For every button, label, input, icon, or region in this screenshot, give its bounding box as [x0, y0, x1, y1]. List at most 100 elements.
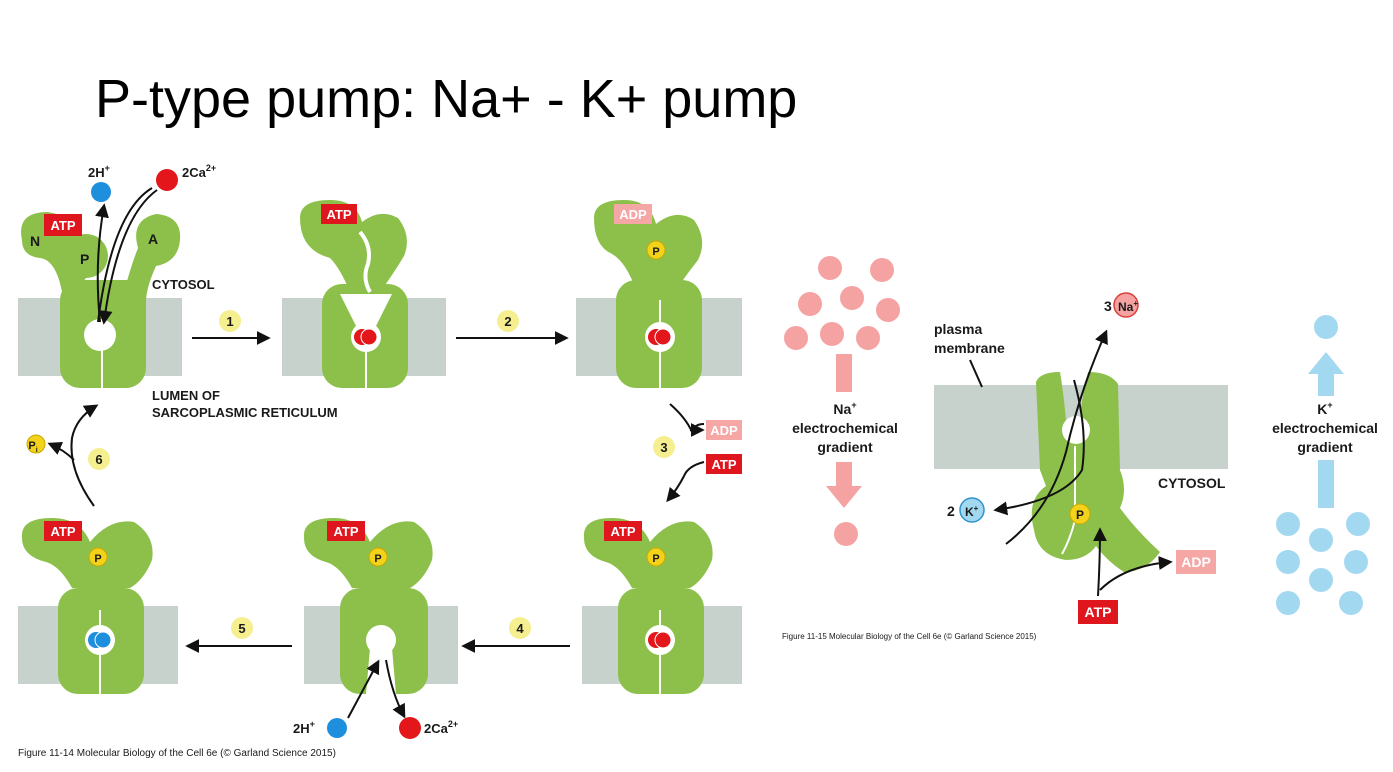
figure-caption-ca: Figure 11-14 Molecular Biology of the Ce… — [18, 748, 336, 759]
state-atp-phosphorylated: ATP P — [582, 518, 742, 694]
step-4-badge: 4 — [509, 617, 531, 639]
na-gradient-arrow-shaft — [836, 354, 852, 392]
atp-label: ATP — [333, 524, 358, 539]
na-ion — [798, 292, 822, 316]
domain-n-label: N — [30, 233, 40, 249]
atp-box — [44, 214, 82, 236]
lumen-opening — [366, 648, 396, 694]
k-gradient-label-line3: gradient — [1297, 439, 1353, 455]
phosphate — [368, 547, 388, 567]
atp-box — [604, 521, 642, 541]
domain-a-label: A — [148, 231, 158, 247]
svg-text:1: 1 — [226, 314, 233, 329]
k-ion — [1276, 550, 1300, 574]
svg-text:6: 6 — [95, 452, 102, 467]
ca-ion — [156, 169, 178, 191]
phosphate-label: P — [1076, 508, 1084, 522]
k-entry-arrow — [993, 379, 1085, 516]
atp-label: ATP — [711, 457, 736, 472]
svg-text:3: 3 — [660, 440, 667, 455]
adp-box — [1176, 550, 1216, 574]
k-ion — [1339, 591, 1363, 615]
h-ion-bound-2 — [94, 631, 112, 649]
atp-box — [1078, 600, 1118, 624]
phosphate — [1069, 503, 1091, 525]
cavity — [366, 625, 396, 655]
state-ca-binding: ATP N P A CYTOSOL LUMEN OF SARCOPLASMIC … — [18, 163, 338, 420]
plasma-membrane-label-line2: membrane — [934, 340, 1005, 356]
k-ion — [1276, 591, 1300, 615]
atp-label: ATP — [1085, 604, 1112, 620]
atp-label: ATP — [326, 207, 351, 222]
na-ion — [876, 298, 900, 322]
step-1-badge: 1 — [219, 310, 241, 332]
na-gradient-label-line3: gradient — [817, 439, 873, 455]
k-gradient-arrowhead — [1308, 352, 1344, 374]
k-ion — [1276, 512, 1300, 536]
na-ion — [840, 286, 864, 310]
k-ion-label: K+ — [965, 504, 979, 519]
pump-protein — [1031, 372, 1160, 572]
step-3-badge — [653, 436, 675, 458]
ca-entry-arrow-1 — [98, 189, 158, 325]
adp-label: ADP — [710, 423, 738, 438]
step-2-badge: 2 — [497, 310, 519, 332]
k-ion — [1344, 550, 1368, 574]
cytosolic-domains — [21, 518, 153, 588]
step-3-arrow — [666, 461, 705, 503]
na-gradient-label-line1: Na+ — [833, 400, 856, 417]
na-ion — [784, 326, 808, 350]
ca-ion-label: 2Ca2+ — [424, 719, 458, 736]
atp-box — [327, 521, 365, 541]
adp-label: ADP — [619, 207, 647, 222]
pi-release-arrow — [47, 441, 75, 461]
cytosol-label: CYTOSOL — [152, 277, 215, 292]
na-ion-out — [1113, 292, 1139, 318]
adp-out-arrow — [669, 403, 705, 436]
state-phosphorylated: ADP P — [576, 200, 742, 388]
na-ion — [818, 256, 842, 280]
ca-ion — [399, 717, 421, 739]
slide-title: P-type pump: Na+ - K+ pump — [95, 69, 798, 129]
binding-cavity — [1062, 416, 1090, 444]
atp-box — [706, 454, 742, 474]
state-ca-occluded: ATP — [282, 200, 446, 388]
na-ion-label: Na+ — [1118, 299, 1138, 314]
phosphate — [88, 547, 108, 567]
atp-hydrolysis-arrow — [1092, 527, 1107, 597]
interdomain-cleft — [358, 230, 372, 293]
a-domain — [122, 214, 181, 302]
pi-released: Pi — [26, 434, 46, 454]
h-entry-arrow — [347, 659, 380, 719]
phosphate-label: P — [374, 553, 381, 565]
step-5-badge: 5 — [231, 617, 253, 639]
atp-label: ATP — [50, 218, 75, 233]
na-ion — [834, 522, 858, 546]
na-ion — [856, 326, 880, 350]
figure-caption-na-k: Figure 11-15 Molecular Biology of the Ce… — [782, 632, 1037, 641]
h-ion-label: 2H+ — [293, 719, 315, 736]
domain-p-label: P — [80, 251, 89, 267]
phosphate-label: P — [94, 553, 101, 565]
atp-box — [321, 204, 357, 224]
na-gradient-arrow-shaft-lower — [836, 462, 852, 488]
adp-box — [706, 420, 742, 440]
na-ion — [820, 322, 844, 346]
cytosol-label: CYTOSOL — [1158, 475, 1226, 491]
svg-text:2: 2 — [504, 314, 511, 329]
binding-cavity — [84, 319, 116, 351]
atp-label: ATP — [610, 524, 635, 539]
svg-text:4: 4 — [516, 621, 524, 636]
na-gradient-label-line2: electrochemical — [792, 420, 898, 436]
h-ion — [327, 718, 347, 738]
h-ion-label: 2H+ — [88, 163, 110, 180]
atp-box — [44, 521, 82, 541]
k-ion-in — [959, 497, 985, 523]
h-ion — [91, 182, 111, 202]
k-ion — [1309, 568, 1333, 592]
step-6-badge: 6 — [88, 448, 110, 470]
k-gradient-arrow-shaft-lower — [1318, 460, 1334, 508]
atp-label: ATP — [50, 524, 75, 539]
state-h-bound: ATP P — [18, 518, 178, 694]
k-count-label: 2 — [947, 503, 955, 519]
